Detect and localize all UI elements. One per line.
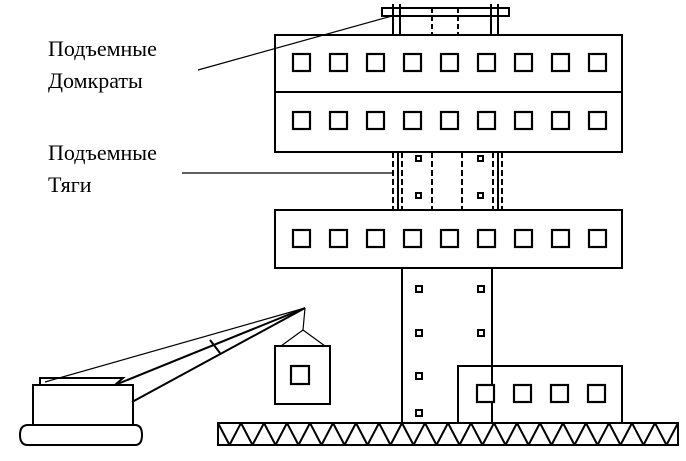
truss-diagonal (585, 422, 599, 446)
window (476, 228, 497, 249)
truss-diagonal (562, 422, 576, 446)
truss-diagonal (435, 422, 449, 446)
window (402, 228, 423, 249)
truss-diagonal (228, 422, 242, 446)
window (328, 52, 349, 73)
truss-diagonal (401, 422, 415, 446)
truss-diagonal (240, 422, 254, 446)
truss-diagonal (504, 422, 518, 446)
truss-diagonal (343, 422, 357, 446)
window (549, 383, 570, 404)
truss-diagonal (389, 422, 403, 446)
truss-diagonal (470, 422, 484, 446)
window (439, 228, 460, 249)
window (587, 228, 608, 249)
window (291, 52, 312, 73)
truss-diagonal (412, 422, 426, 446)
window (550, 228, 571, 249)
truss-diagonal (527, 422, 541, 446)
truss-diagonal (642, 422, 656, 446)
window (328, 110, 349, 131)
truss-platform (217, 422, 679, 446)
jacks-label-line1: Подъемные (48, 36, 157, 61)
window (365, 110, 386, 131)
truss-diagonal (608, 422, 622, 446)
truss-diagonal (320, 422, 334, 446)
truss-diagonal (665, 422, 679, 446)
truss-diagonal (619, 422, 633, 446)
truss-diagonal (596, 422, 610, 446)
slab-windows (291, 52, 608, 404)
window (586, 383, 607, 404)
upper-slab-2 (274, 91, 623, 153)
jacks-leader-line (197, 15, 393, 71)
truss-diagonal (516, 422, 530, 446)
hanging-panel (274, 329, 331, 405)
truss-diagonal (447, 422, 461, 446)
truss-diagonal (493, 422, 507, 446)
truss-diagonal (654, 422, 668, 446)
window (550, 110, 571, 131)
window (328, 228, 349, 249)
lifting-jacks (381, 4, 510, 35)
window (402, 52, 423, 73)
window (513, 52, 534, 73)
window (550, 52, 571, 73)
window (365, 228, 386, 249)
truss-diagonal (366, 422, 380, 446)
truss-diagonal (332, 422, 346, 446)
truss-diagonal (458, 422, 472, 446)
truss-diagonal (631, 422, 645, 446)
window (476, 110, 497, 131)
truss-diagonal (424, 422, 438, 446)
truss-diagonal (286, 422, 300, 446)
truss-diagonal (251, 422, 265, 446)
truss-diagonal (297, 422, 311, 446)
rods-label-line2: Тяги (48, 172, 92, 197)
truss-diagonal (481, 422, 495, 446)
window (439, 110, 460, 131)
window (475, 383, 496, 404)
truss-diagonal (378, 422, 392, 446)
truss-diagonal (217, 422, 231, 446)
truss-diagonal (539, 422, 553, 446)
window (587, 110, 608, 131)
window (476, 52, 497, 73)
truss-diagonal (263, 422, 277, 446)
jacks-label-line2: Домкраты (48, 68, 143, 93)
window (291, 228, 312, 249)
window (513, 110, 534, 131)
truss-diagonal (550, 422, 564, 446)
lifting-rods (392, 152, 503, 210)
truss-diagonal (309, 422, 323, 446)
window (513, 228, 534, 249)
window (291, 110, 312, 131)
window (402, 110, 423, 131)
window (512, 383, 533, 404)
truss-diagonal (274, 422, 288, 446)
truss-diagonal (355, 422, 369, 446)
truss-diagonal (573, 422, 587, 446)
window (587, 52, 608, 73)
crane (18, 307, 306, 446)
window (439, 52, 460, 73)
rods-label-line1: Подъемные (48, 140, 157, 165)
window (365, 52, 386, 73)
